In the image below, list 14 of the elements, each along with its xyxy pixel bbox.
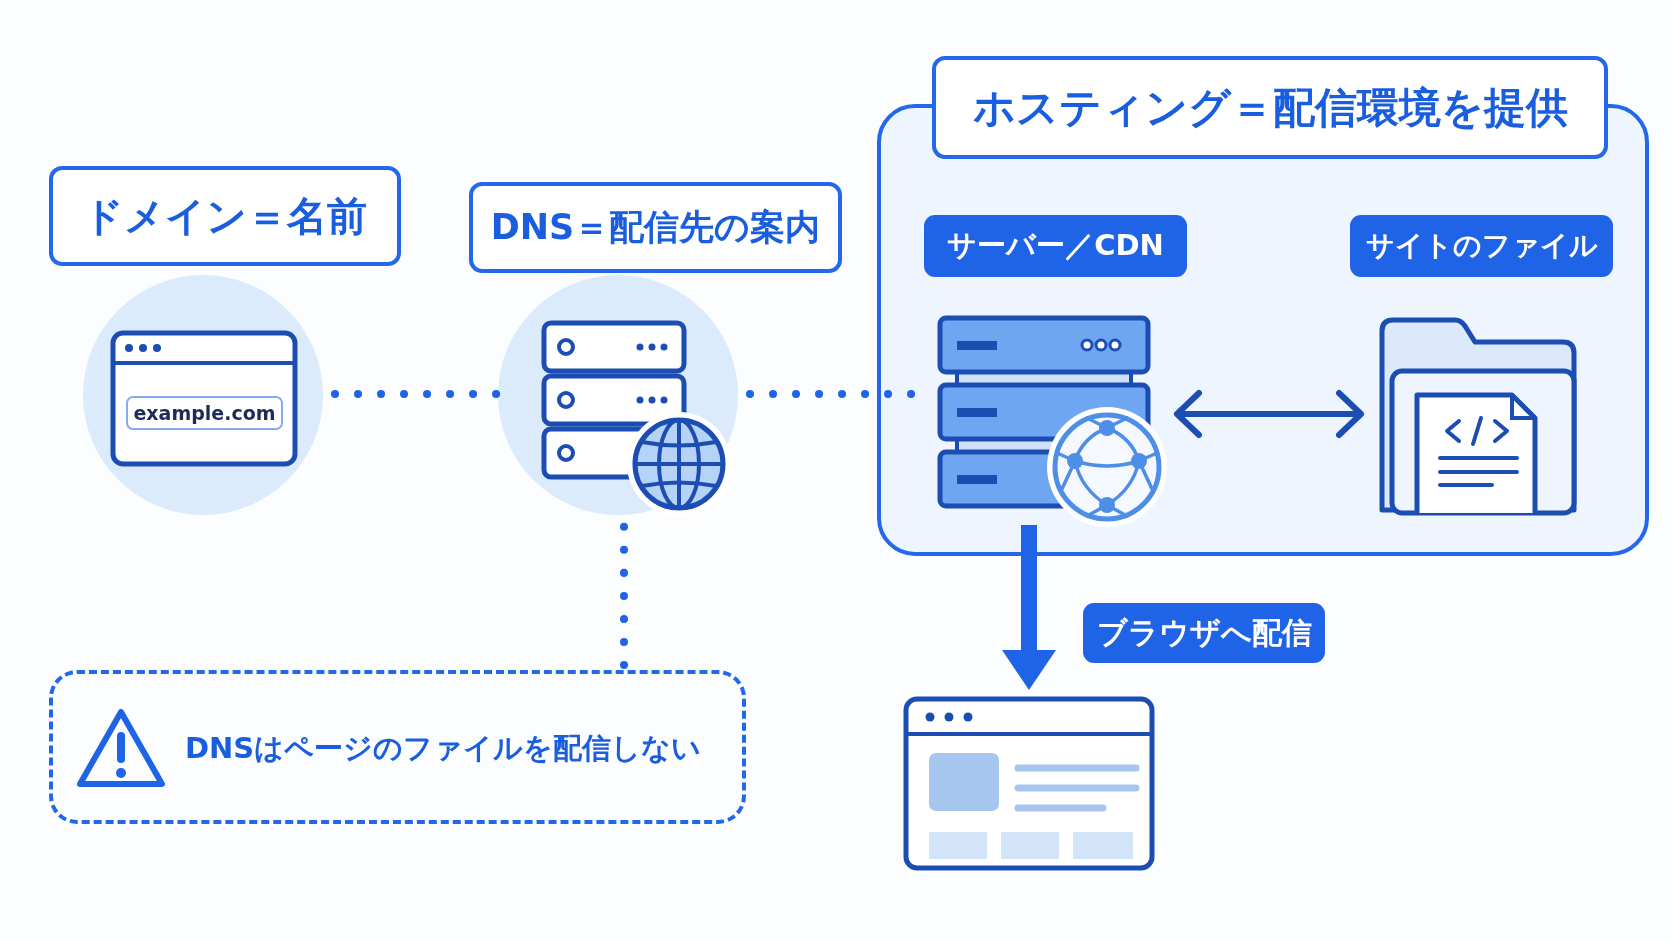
tag-label: サイトのファイル	[1350, 215, 1613, 277]
code-folder-icon	[1377, 315, 1579, 518]
title-box: DNS＝配信先の案内	[469, 182, 842, 273]
title-box: ドメイン＝名前	[49, 166, 401, 266]
note-text: DNSはページのファイルを配信しない	[185, 730, 702, 767]
arrow	[1002, 525, 1056, 690]
heading-box: ホスティング＝配信環境を提供	[932, 56, 1608, 159]
address-field: example.com	[126, 396, 283, 430]
warning-note	[49, 670, 746, 824]
double-arrow	[1174, 390, 1364, 438]
server-network-icon	[937, 315, 1169, 529]
tag-label: ブラウザへ配信	[1083, 603, 1325, 663]
tag-label: サーバー／CDN	[924, 215, 1187, 277]
browser-window-icon	[903, 696, 1155, 871]
